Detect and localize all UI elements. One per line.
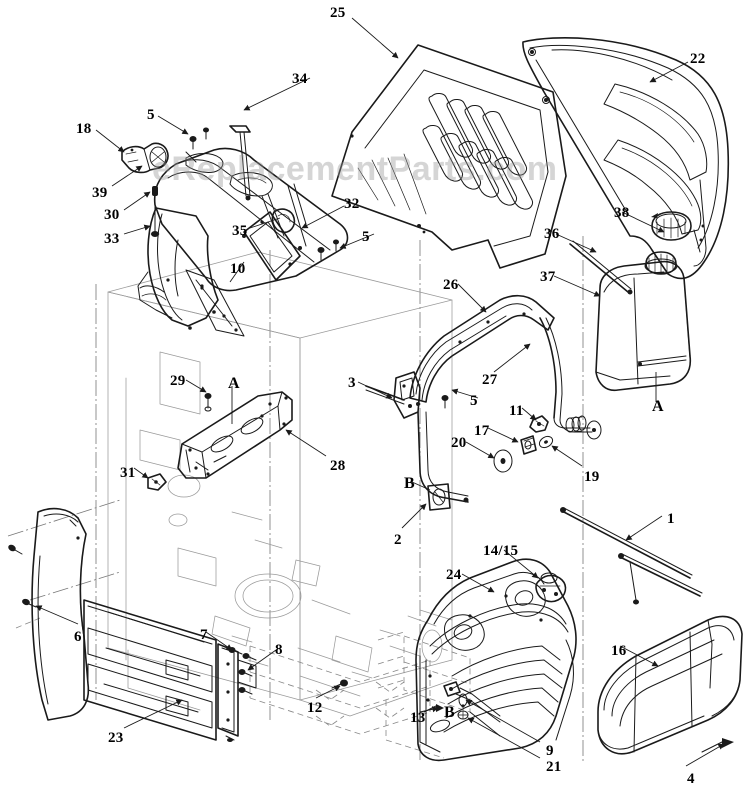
part-24-grille [415, 558, 577, 762]
part-22-right-side-panel [522, 37, 730, 280]
part-23-left-fender [31, 507, 257, 742]
callout-38-fuel-cap: 38 [614, 205, 630, 221]
callout-1-hood-rod-long: 1 [667, 511, 675, 527]
part-28-battery-tray [177, 391, 293, 479]
part-36-tank-strap [569, 240, 633, 295]
washer-stack [565, 415, 587, 433]
callout-18-ignition-switch: 18 [76, 121, 92, 137]
callout-16-bumper: 16 [611, 643, 627, 659]
callout-19-washer-flat: 19 [584, 469, 600, 485]
callout-10-console: 10 [230, 261, 246, 277]
part-4-fastener [701, 738, 734, 753]
part-34-hood-rod [229, 125, 251, 201]
callout-29-screw-bracket: 29 [170, 373, 186, 389]
part-14-15-headlight [535, 572, 567, 603]
part-7-screws [228, 647, 257, 661]
part-25-hood [331, 44, 567, 269]
callout-34-hood-rod: 34 [292, 71, 308, 87]
callout-8-screw-lower: 8 [275, 642, 283, 658]
callout-30-rod-upper: 30 [104, 207, 120, 223]
callout-5-screw-rail: 5 [470, 393, 478, 409]
callout-13-screw-grille: 13 [410, 710, 426, 726]
callout-b-grille-ref: B [444, 704, 455, 721]
callout-7-screw-upper: 7 [200, 627, 208, 643]
callout-36-tank-strap: 36 [544, 226, 560, 242]
callout-5-screw-dash: 5 [362, 229, 370, 245]
callout-9-clip: 9 [546, 743, 554, 759]
part-8-screws [238, 669, 253, 695]
callout-28-battery-tray: 28 [330, 458, 346, 474]
callout-14-15-headlight: 14/15 [483, 543, 519, 559]
part-12-screw [331, 679, 348, 689]
callout-26-support-rail: 26 [443, 277, 459, 293]
callout-24-grille: 24 [446, 567, 462, 583]
part-17-bushing [520, 435, 537, 455]
callout-b-grommet-ref: B [404, 475, 415, 492]
callout-6-screw-fender: 6 [74, 629, 82, 645]
part-37-fuel-tank [595, 251, 692, 392]
callout-35-console-bracket: 35 [232, 223, 248, 239]
callout-11-nut: 11 [509, 403, 524, 419]
callout-33-rod-lower: 33 [104, 231, 120, 247]
part-18-ignition-switch [121, 142, 169, 174]
part-5-screws-upper [189, 127, 209, 150]
callout-27-brace: 27 [482, 372, 498, 388]
part-2-grommet [427, 483, 451, 511]
callout-3-rod: 3 [348, 375, 356, 391]
callout-17-bushing: 17 [474, 423, 490, 439]
part-9-21-clips [443, 681, 501, 737]
callout-20-washer: 20 [451, 435, 467, 451]
callout-23-left-fender: 23 [108, 730, 124, 746]
part-16-front-bumper [597, 615, 743, 755]
callout-4-bumper-screw: 4 [687, 771, 695, 787]
callout-a-tank-ref: A [652, 398, 664, 415]
callout-25-hood: 25 [330, 5, 346, 21]
part-30-33-rod [150, 186, 160, 237]
part-35-console-bracket [243, 211, 301, 281]
callout-32-dash-panel: 32 [344, 196, 360, 212]
part-20-washer [493, 449, 513, 473]
phantom-grille-guides [377, 631, 445, 759]
part-31-clip [147, 473, 167, 491]
part-1-hood-rods [560, 507, 703, 605]
part-19-flat-washer [538, 435, 554, 449]
callout-5-screw-upper-left: 5 [147, 107, 155, 123]
part-32-dash-panel [137, 125, 349, 337]
part-5-screw-rail [441, 395, 449, 409]
part-38-fuel-cap [651, 211, 692, 241]
part-11-nut [529, 415, 549, 433]
part-29-screw [204, 393, 212, 412]
leader-lines [35, 17, 725, 767]
callout-21-retainer: 21 [546, 759, 562, 775]
callout-a-bracket-ref: A [228, 375, 240, 392]
part-26-support-rail [393, 294, 602, 503]
part-5-screws-dash [317, 239, 339, 261]
callout-2-grommet: 2 [394, 532, 402, 548]
callout-31-clip: 31 [120, 465, 136, 481]
callout-39-switch-nut: 39 [92, 185, 108, 201]
phantom-frame-body [107, 251, 453, 717]
part-6-screws [8, 544, 37, 608]
part-27-brace [539, 317, 602, 440]
phantom-chassis [7, 236, 584, 764]
callout-12-screw-frame: 12 [307, 700, 323, 716]
part-10-console [137, 207, 219, 330]
callout-37-fuel-tank: 37 [540, 269, 556, 285]
callout-22-right-side-panel: 22 [690, 51, 706, 67]
